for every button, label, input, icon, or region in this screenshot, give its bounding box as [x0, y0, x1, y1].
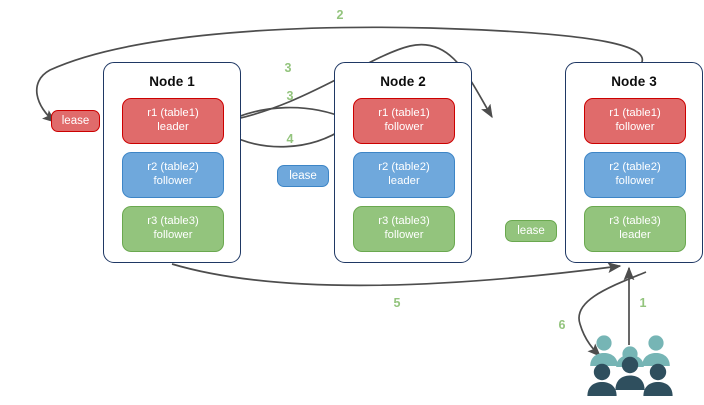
- node-box-node-1[interactable]: Node 1 r1 (table1) leader r2 (table2) fo…: [103, 62, 241, 263]
- replica-role: follower: [153, 229, 193, 241]
- replica-name: r2 (table2): [609, 161, 661, 174]
- replica-n1-r2[interactable]: r2 (table2) follower: [122, 152, 224, 198]
- replica-name: r3 (table3): [147, 215, 199, 228]
- lease-label: lease: [289, 170, 317, 182]
- replica-role: follower: [384, 229, 424, 241]
- node-title: Node 1: [149, 74, 195, 89]
- replica-name: r1 (table1): [609, 107, 661, 120]
- step-label-3a: 3: [284, 61, 292, 75]
- arrow-step-5: [171, 262, 622, 287]
- replica-n3-r1[interactable]: r1 (table1) follower: [584, 98, 686, 144]
- replica-name: r1 (table1): [378, 107, 430, 120]
- replica-n1-r3[interactable]: r3 (table3) follower: [122, 206, 224, 252]
- replica-role: follower: [615, 175, 655, 187]
- replica-role: follower: [384, 121, 424, 133]
- replica-n3-r2[interactable]: r2 (table2) follower: [584, 152, 686, 198]
- replica-name: r1 (table1): [147, 107, 199, 120]
- replica-name: r3 (table3): [378, 215, 430, 228]
- lease-label: lease: [61, 115, 90, 127]
- lease-badge-blue: lease: [277, 165, 329, 187]
- replica-name: r2 (table2): [378, 161, 430, 174]
- node-box-node-2[interactable]: Node 2 r1 (table1) follower r2 (table2) …: [334, 62, 472, 263]
- lease-badge-red: lease: [51, 110, 100, 132]
- replica-name: r2 (table2): [147, 161, 199, 174]
- replica-role: follower: [153, 175, 193, 187]
- node-box-node-3[interactable]: Node 3 r1 (table1) follower r2 (table2) …: [565, 62, 703, 263]
- lease-badge-green: lease: [505, 220, 557, 242]
- node-title: Node 2: [380, 74, 426, 89]
- replica-n1-r1[interactable]: r1 (table1) leader: [122, 98, 224, 144]
- lease-label: lease: [517, 225, 545, 237]
- step-label-2: 2: [336, 8, 344, 22]
- node-title: Node 3: [611, 74, 657, 89]
- step-label-5: 5: [393, 296, 401, 310]
- arrow-step-6: [578, 271, 647, 357]
- replica-role: leader: [388, 175, 420, 187]
- people-group-icon: [587, 335, 673, 396]
- step-label-6: 6: [558, 318, 566, 332]
- step-label-3b: 3: [286, 89, 294, 103]
- replica-n2-r3[interactable]: r3 (table3) follower: [353, 206, 455, 252]
- replica-role: leader: [157, 121, 189, 133]
- step-label-4: 4: [286, 132, 294, 146]
- arrow-step-2: [35, 26, 644, 123]
- replica-name: r3 (table3): [609, 215, 661, 228]
- replica-n2-r2[interactable]: r2 (table2) leader: [353, 152, 455, 198]
- replica-n3-r3[interactable]: r3 (table3) leader: [584, 206, 686, 252]
- replica-n2-r1[interactable]: r1 (table1) follower: [353, 98, 455, 144]
- replica-role: follower: [615, 121, 655, 133]
- step-label-1: 1: [639, 296, 647, 310]
- replica-role: leader: [619, 229, 651, 241]
